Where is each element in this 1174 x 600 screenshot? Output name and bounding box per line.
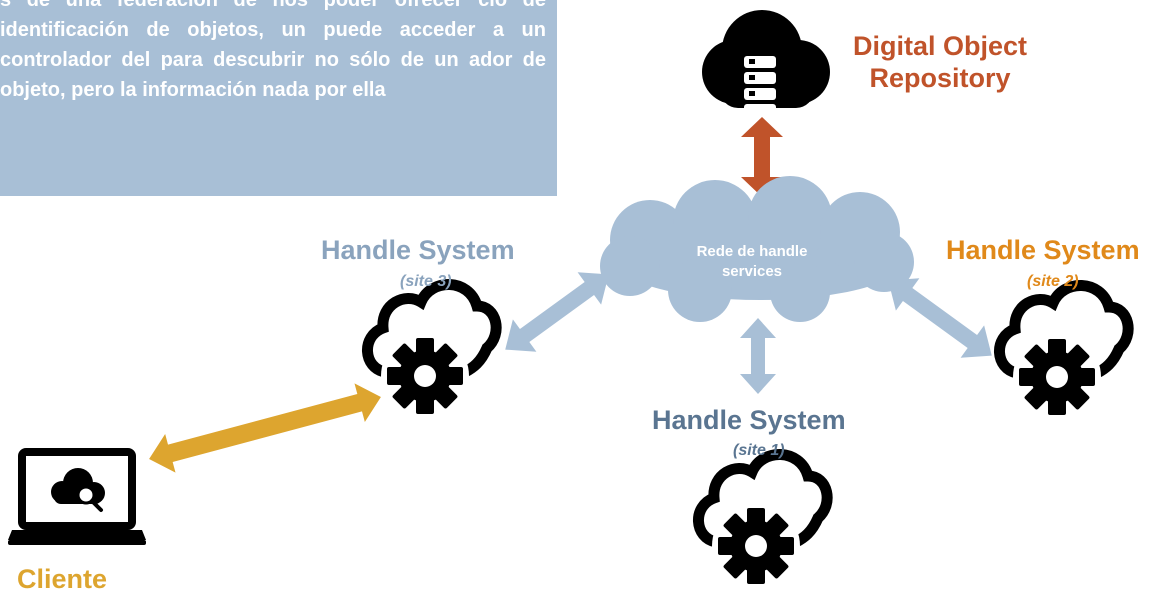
site1-cloud-gear-icon	[698, 454, 827, 590]
arrow-network-site2	[888, 278, 992, 358]
site3-subtitle: (site 3)	[400, 273, 452, 290]
arrow-client-site3	[149, 383, 381, 473]
site1-subtitle: (site 1)	[733, 442, 785, 459]
site3-title: Handle System	[321, 235, 515, 265]
site2-cloud-gear-icon	[999, 285, 1128, 421]
arrow-repository-network	[741, 117, 783, 197]
network-label-line1: Rede de handle	[696, 243, 808, 260]
repository-title-line2: Repository	[869, 63, 1011, 93]
network-cloud-icon	[600, 176, 914, 322]
site1-title: Handle System	[652, 405, 846, 435]
client-label: Cliente	[17, 564, 108, 594]
repository-title: Digital Object Repository	[820, 30, 1060, 94]
cloud-database-icon	[702, 10, 830, 112]
site3-cloud-gear-icon	[367, 284, 496, 420]
arrow-network-site1	[740, 318, 776, 394]
intro-panel: s de una federación de nos poder ofrecer…	[0, 0, 557, 196]
network-label: Rede de handle services	[652, 242, 852, 282]
arrow-site3-network	[505, 272, 609, 352]
laptop-cloud-search-icon	[8, 448, 146, 545]
connection-arrows	[505, 272, 992, 394]
site2-subtitle: (site 2)	[1027, 273, 1079, 290]
intro-text: s de una federación de nos poder ofrecer…	[0, 0, 546, 101]
site2-title: Handle System	[946, 235, 1140, 265]
repository-title-line1: Digital Object	[852, 31, 1028, 61]
network-label-line2: services	[721, 263, 783, 280]
